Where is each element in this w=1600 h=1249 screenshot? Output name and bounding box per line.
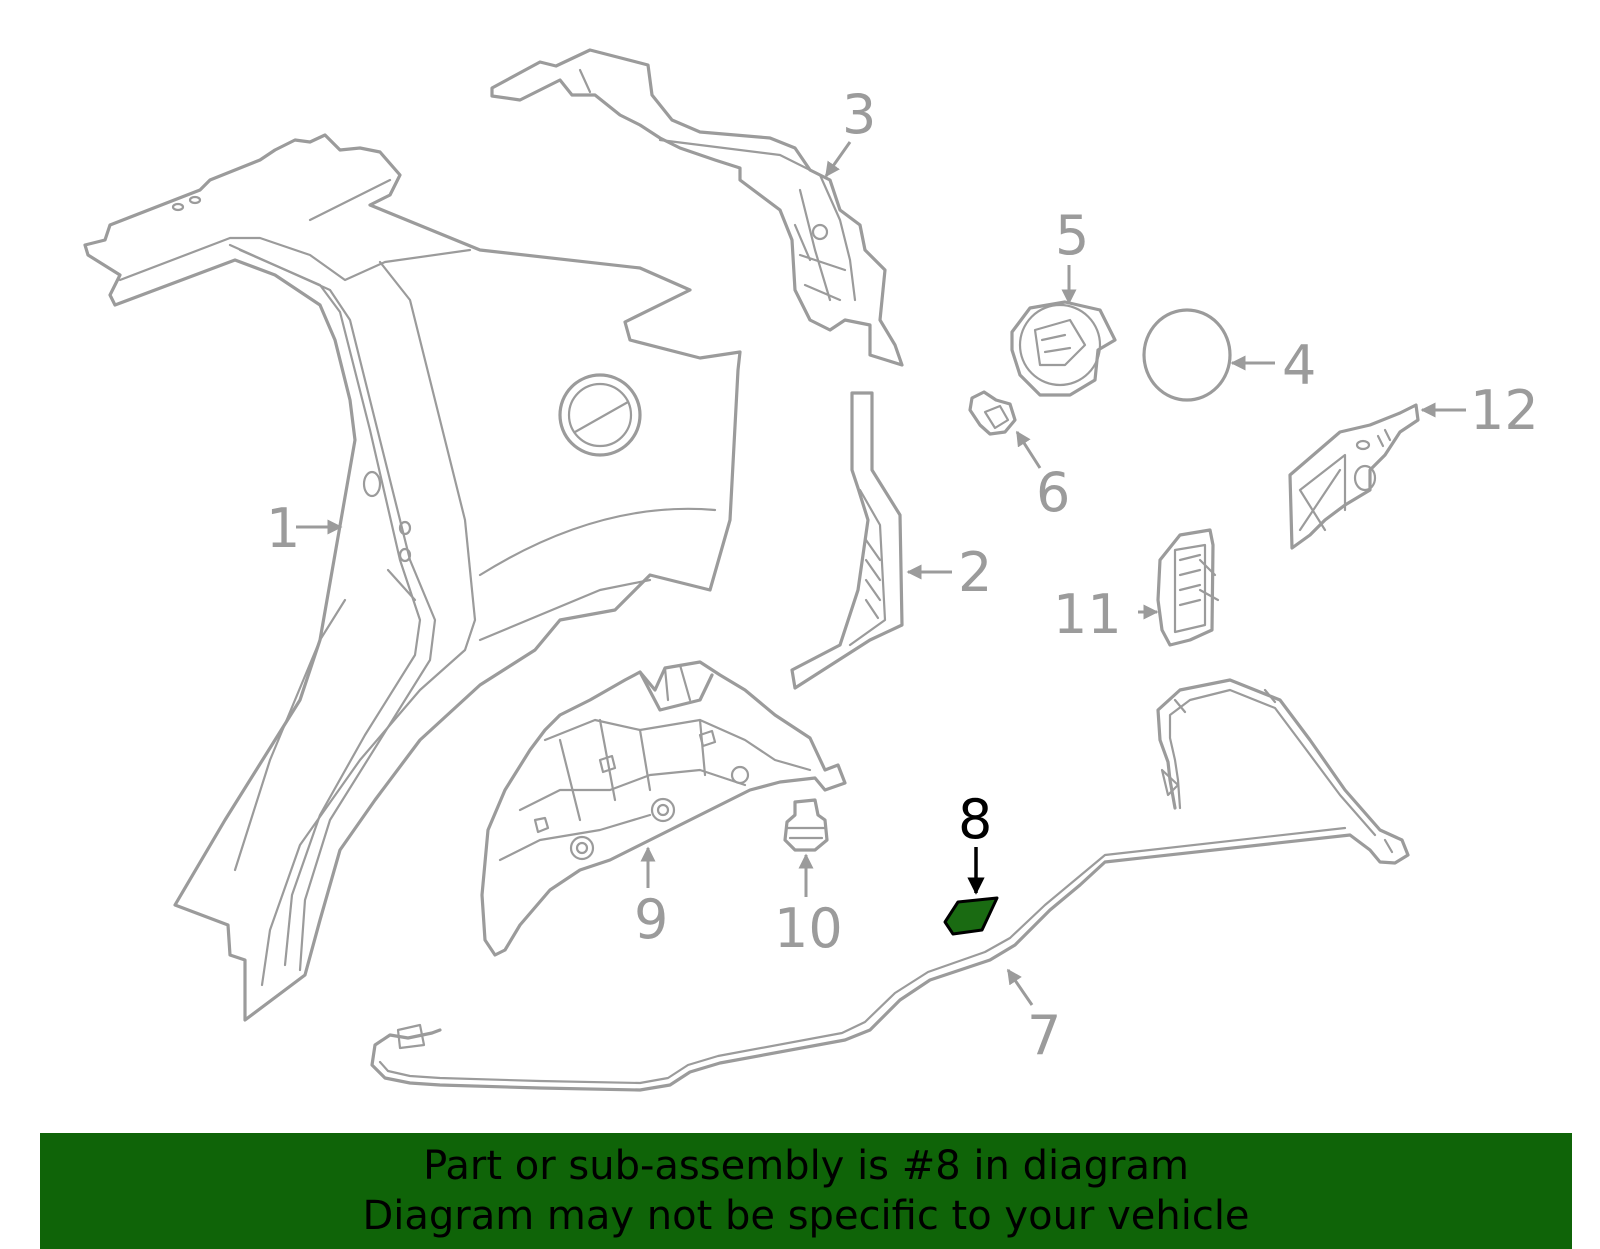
part-12-bracket [1288, 403, 1420, 550]
part-11-lock-actuator [1156, 528, 1220, 647]
callout-4: 4 [1282, 334, 1316, 397]
part-9-wheelhouse-liner [480, 660, 847, 957]
part-8-highlighted-part [943, 896, 999, 936]
part-2-rear-bracket [790, 391, 904, 690]
callout-3: 3 [842, 83, 876, 146]
part-10-clip [783, 798, 829, 852]
callout-12: 12 [1470, 379, 1539, 442]
callout-8: 8 [958, 788, 992, 851]
leader-3 [824, 141, 852, 178]
callout-2: 2 [958, 541, 992, 604]
part-3-upper-reinforcement [490, 48, 904, 367]
parts-diagram: 1 2 3 4 5 6 7 8 9 10 11 12 [83, 48, 1539, 1092]
info-banner: Part or sub-assembly is #8 in diagram Di… [40, 1133, 1572, 1249]
callout-10: 10 [774, 897, 843, 960]
banner-line-2: Diagram may not be specific to your vehi… [362, 1193, 1250, 1239]
part-7-release-cable [370, 678, 1410, 1092]
callout-6: 6 [1036, 461, 1070, 524]
part-1-quarter-panel [83, 133, 742, 1022]
callout-7: 7 [1027, 1004, 1061, 1067]
leader-7 [1006, 968, 1034, 1006]
callout-11: 11 [1053, 583, 1122, 646]
part-4-seal-ring [1142, 308, 1232, 402]
leader-6 [1015, 430, 1042, 469]
callout-5: 5 [1055, 204, 1089, 267]
callout-1: 1 [266, 497, 300, 560]
part-5-filler-housing [1010, 300, 1117, 397]
banner-line-1: Part or sub-assembly is #8 in diagram [423, 1143, 1189, 1189]
part-6-bolt [968, 390, 1017, 436]
callout-9: 9 [634, 888, 668, 951]
